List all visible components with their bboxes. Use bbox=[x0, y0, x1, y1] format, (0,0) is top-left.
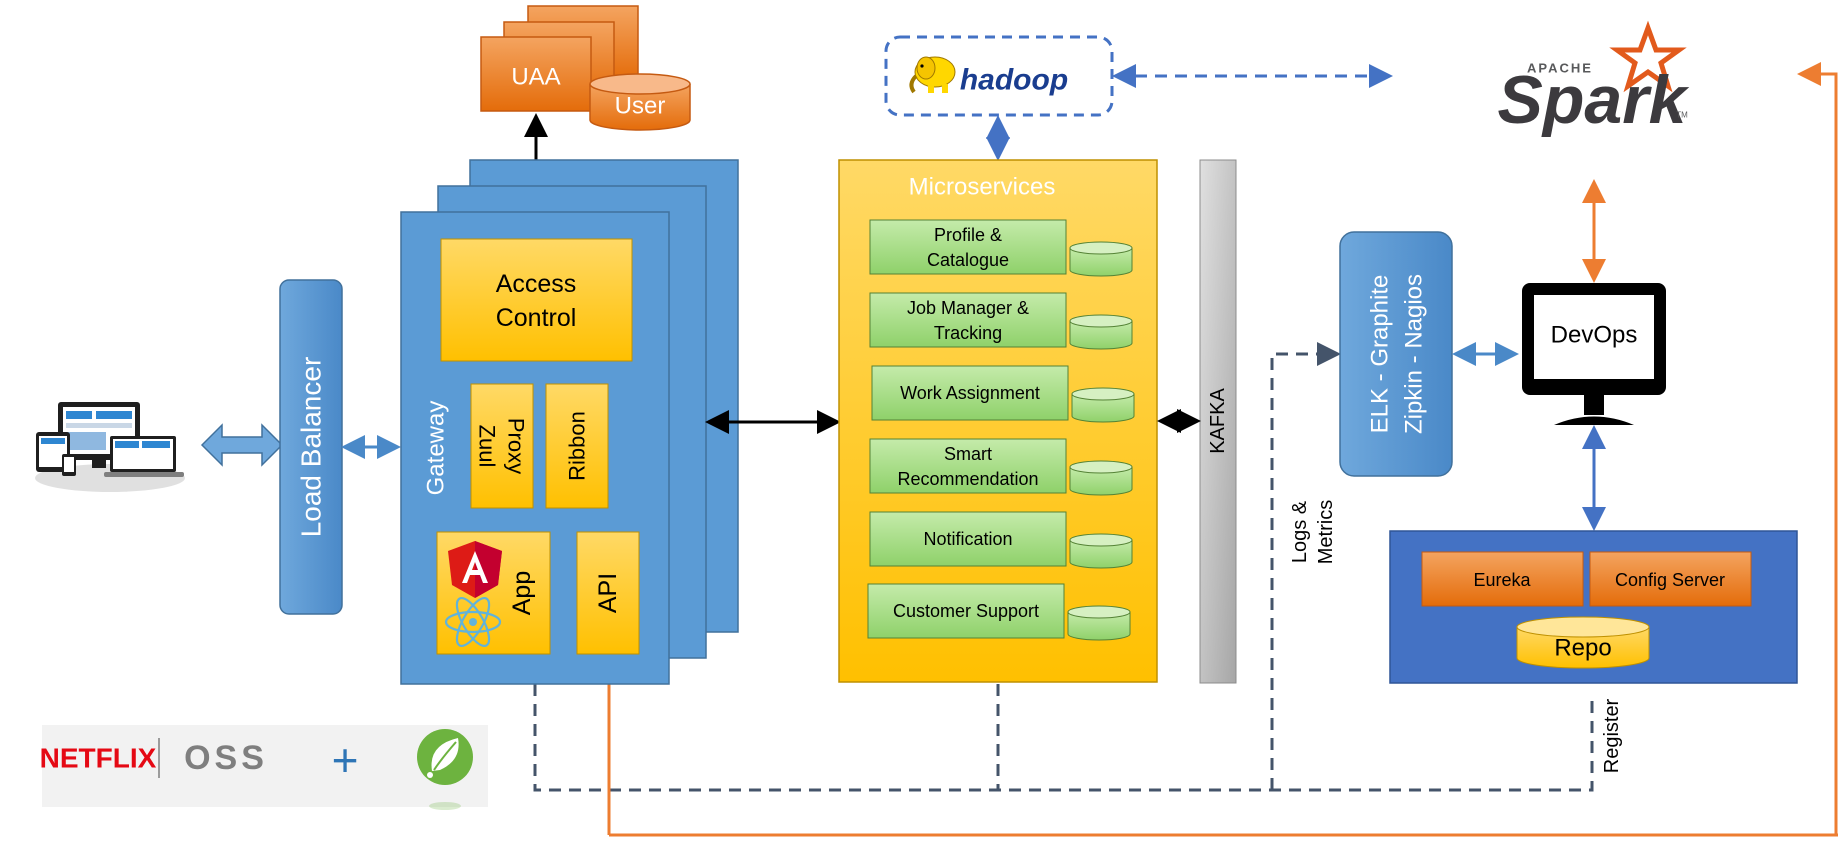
microservice-row: Work Assignment bbox=[871, 365, 1135, 423]
microservice-db-top bbox=[1069, 314, 1133, 328]
dashed-bus-lines bbox=[533, 342, 1594, 792]
repo-label: Repo bbox=[1554, 635, 1611, 662]
ribbon-label: Ribbon bbox=[565, 411, 590, 481]
plus-sign: + bbox=[332, 734, 359, 786]
microservice-db-top bbox=[1067, 605, 1131, 619]
hadoop-box: hadoop bbox=[884, 35, 1114, 117]
zuul-line1: Zuul bbox=[475, 425, 500, 468]
microservice-label: Work Assignment bbox=[900, 383, 1040, 403]
config-server-label: Config Server bbox=[1615, 570, 1725, 590]
devices-icon bbox=[35, 402, 185, 492]
app-box: App bbox=[436, 531, 551, 655]
microservice-label: Customer Support bbox=[893, 601, 1039, 621]
api-label: API bbox=[594, 573, 622, 613]
eureka-label: Eureka bbox=[1473, 570, 1531, 590]
app-label: App bbox=[508, 571, 536, 615]
devops-label: DevOps bbox=[1551, 322, 1638, 349]
kafka-label: KAFKA bbox=[1207, 388, 1229, 454]
angular-logo-icon bbox=[448, 541, 502, 598]
kafka-bar: KAFKA bbox=[1199, 159, 1237, 684]
logs-label-line2: Metrics bbox=[1315, 500, 1337, 564]
branding-strip: NETFLIX OSS + bbox=[40, 725, 488, 810]
monitoring-line1: ELK - Graphite bbox=[1367, 275, 1394, 434]
microservice-box bbox=[869, 292, 1067, 348]
spark-logo: APACHE Spark TM bbox=[1498, 20, 1690, 138]
microservice-label: Job Manager & bbox=[907, 298, 1029, 318]
microservice-db-icon bbox=[1069, 248, 1133, 277]
microservice-label: Tracking bbox=[934, 323, 1002, 343]
microservice-label: Notification bbox=[923, 529, 1012, 549]
gateway-label: Gateway bbox=[423, 401, 450, 496]
zuul-proxy-box: Zuul Proxy bbox=[470, 383, 534, 509]
uaa-cluster: UAA bbox=[480, 5, 639, 112]
microservice-db-top bbox=[1069, 533, 1133, 547]
oss-logo: OSS bbox=[184, 739, 268, 777]
load-balancer-label: Load Balancer bbox=[296, 357, 327, 538]
netflix-logo: NETFLIX bbox=[40, 743, 157, 774]
access-control-line1: Access bbox=[496, 270, 577, 298]
microservice-label: Recommendation bbox=[897, 469, 1038, 489]
microservice-db-top bbox=[1069, 241, 1133, 255]
api-box: API bbox=[576, 531, 640, 655]
microservice-box bbox=[869, 511, 1067, 567]
microservice-db-top bbox=[1069, 460, 1133, 474]
microservice-box bbox=[869, 438, 1067, 494]
microservice-row: Profile & Catalogue bbox=[869, 219, 1133, 277]
microservice-row: Notification bbox=[869, 511, 1133, 569]
monitor-icon: DevOps bbox=[1522, 283, 1666, 425]
spark-tm: TM bbox=[1676, 111, 1688, 120]
react-logo-icon bbox=[444, 596, 502, 648]
registry-box: Eureka Config Server Repo bbox=[1389, 530, 1798, 684]
microservice-db-icon bbox=[1069, 467, 1133, 496]
user-database: User bbox=[589, 73, 691, 131]
client-lb-double-arrow bbox=[200, 423, 284, 467]
spark-apache-label: APACHE bbox=[1527, 61, 1593, 76]
microservice-box bbox=[869, 219, 1067, 275]
logs-label-line1: Logs & bbox=[1289, 500, 1311, 563]
orange-feedback-line bbox=[597, 62, 1838, 837]
microservice-row: Customer Support bbox=[867, 583, 1131, 641]
microservice-db-top bbox=[1071, 387, 1135, 401]
access-control-line2: Control bbox=[496, 304, 577, 332]
microservice-label: Smart bbox=[944, 444, 992, 464]
repo-database: Repo bbox=[1516, 616, 1650, 669]
microservice-db-icon bbox=[1067, 612, 1131, 641]
spark-star-icon bbox=[1609, 20, 1687, 93]
uaa-label: UAA bbox=[511, 64, 560, 91]
microservice-db-icon bbox=[1069, 321, 1133, 350]
spark-label: Spark bbox=[1498, 62, 1690, 138]
monitoring-line2: Zipkin - Nagios bbox=[1401, 274, 1428, 434]
microservice-box bbox=[867, 583, 1065, 639]
user-label: User bbox=[615, 93, 666, 120]
register-label: Register bbox=[1601, 698, 1623, 773]
ribbon-box: Ribbon bbox=[545, 383, 609, 509]
monitoring-box: ELK - Graphite Zipkin - Nagios bbox=[1339, 231, 1453, 477]
load-balancer: Load Balancer bbox=[279, 279, 343, 615]
microservice-label: Profile & bbox=[934, 225, 1002, 245]
hadoop-elephant-icon bbox=[909, 56, 956, 94]
spring-leaf-icon bbox=[417, 729, 473, 810]
microservice-db-icon bbox=[1069, 540, 1133, 569]
microservice-box bbox=[871, 365, 1069, 421]
zuul-line2: Proxy bbox=[504, 418, 529, 474]
access-control-box: Access Control bbox=[440, 238, 633, 362]
microservices-title: Microservices bbox=[909, 174, 1056, 201]
microservice-db-icon bbox=[1071, 394, 1135, 423]
microservice-label: Catalogue bbox=[927, 250, 1009, 270]
hadoop-label: hadoop bbox=[960, 64, 1068, 97]
microservice-row: Job Manager & Tracking bbox=[869, 292, 1133, 350]
